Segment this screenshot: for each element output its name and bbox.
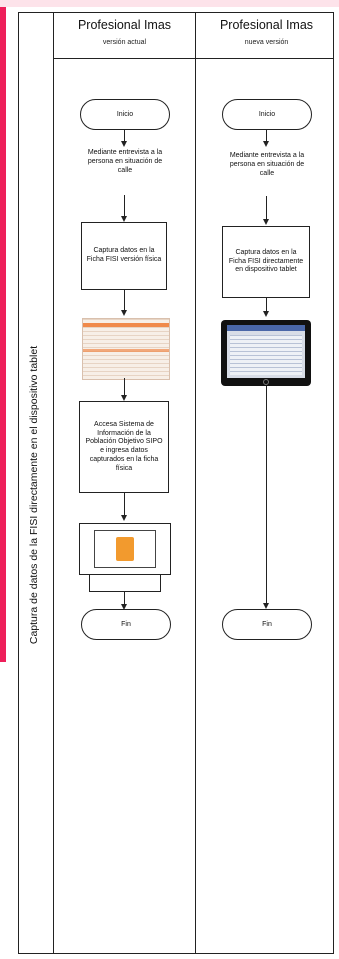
start-node-new: Inicio xyxy=(222,99,312,130)
step-capture-tablet-label: Captura datos en la Ficha FISI directame… xyxy=(228,248,304,274)
column-title-new: Profesional Imas xyxy=(219,18,314,32)
step-capture-physical: Captura datos en la Ficha FISI versión f… xyxy=(81,222,167,290)
flow-arrow xyxy=(124,195,125,217)
arrow-head xyxy=(263,141,269,147)
flow-arrow xyxy=(266,386,267,604)
flow-arrow xyxy=(266,196,267,220)
arrow-head xyxy=(121,216,127,222)
header-divider xyxy=(53,58,334,59)
end-label: Fin xyxy=(262,621,272,628)
tablet-device-image xyxy=(221,320,311,386)
start-node-current: Inicio xyxy=(80,99,170,130)
flow-arrow xyxy=(124,592,125,605)
top-banner xyxy=(0,0,339,7)
start-label: Inicio xyxy=(258,111,276,118)
arrow-head xyxy=(263,603,269,609)
column-title-current: Profesional Imas xyxy=(77,18,172,32)
step-enter-sipo: Accesa Sistema de Información de la Pobl… xyxy=(79,401,169,493)
flow-arrow xyxy=(266,130,267,142)
arrow-head xyxy=(121,310,127,316)
step-capture-physical-label: Captura datos en la Ficha FISI versión f… xyxy=(86,247,162,263)
arrow-head xyxy=(121,604,127,610)
column-divider xyxy=(195,12,196,954)
form-header-band xyxy=(83,323,169,327)
arrow-head xyxy=(263,311,269,317)
end-label: Fin xyxy=(121,621,131,628)
arrow-head xyxy=(263,219,269,225)
lane-label: Captura de datos de la FISI directamente… xyxy=(28,345,40,645)
flow-arrow xyxy=(124,290,125,311)
step-capture-tablet: Captura datos en la Ficha FISI directame… xyxy=(222,226,310,298)
accent-bar xyxy=(0,7,6,662)
app-icon xyxy=(116,537,134,561)
tablet-home-button xyxy=(263,379,269,385)
document-stack-base xyxy=(89,575,161,592)
flow-arrow xyxy=(266,298,267,312)
step-interview-new: Mediante entrevista a la persona en situ… xyxy=(229,152,305,177)
lane-label-divider xyxy=(53,12,54,954)
document-inner xyxy=(94,530,156,568)
step-interview-current: Mediante entrevista a la persona en situ… xyxy=(87,149,163,174)
end-node-current: Fin xyxy=(81,609,171,640)
flow-arrow xyxy=(124,493,125,516)
form-section-band xyxy=(83,349,169,352)
column-subtitle-new: nueva versión xyxy=(244,39,289,46)
start-label: Inicio xyxy=(116,111,134,118)
paper-form-image xyxy=(82,318,170,380)
tablet-screen xyxy=(227,325,305,378)
column-subtitle-current: versión actual xyxy=(102,39,147,46)
arrow-head xyxy=(121,515,127,521)
document-stack xyxy=(79,523,171,575)
step-enter-sipo-label: Accesa Sistema de Información de la Pobl… xyxy=(85,420,163,472)
end-node-new: Fin xyxy=(222,609,312,640)
tablet-app-bar xyxy=(227,325,305,331)
flow-arrow xyxy=(124,130,125,142)
swimlane-frame xyxy=(18,12,334,954)
flow-arrow xyxy=(124,378,125,396)
arrow-head xyxy=(121,395,127,401)
tablet-form-rows xyxy=(230,335,302,375)
arrow-head xyxy=(121,141,127,147)
